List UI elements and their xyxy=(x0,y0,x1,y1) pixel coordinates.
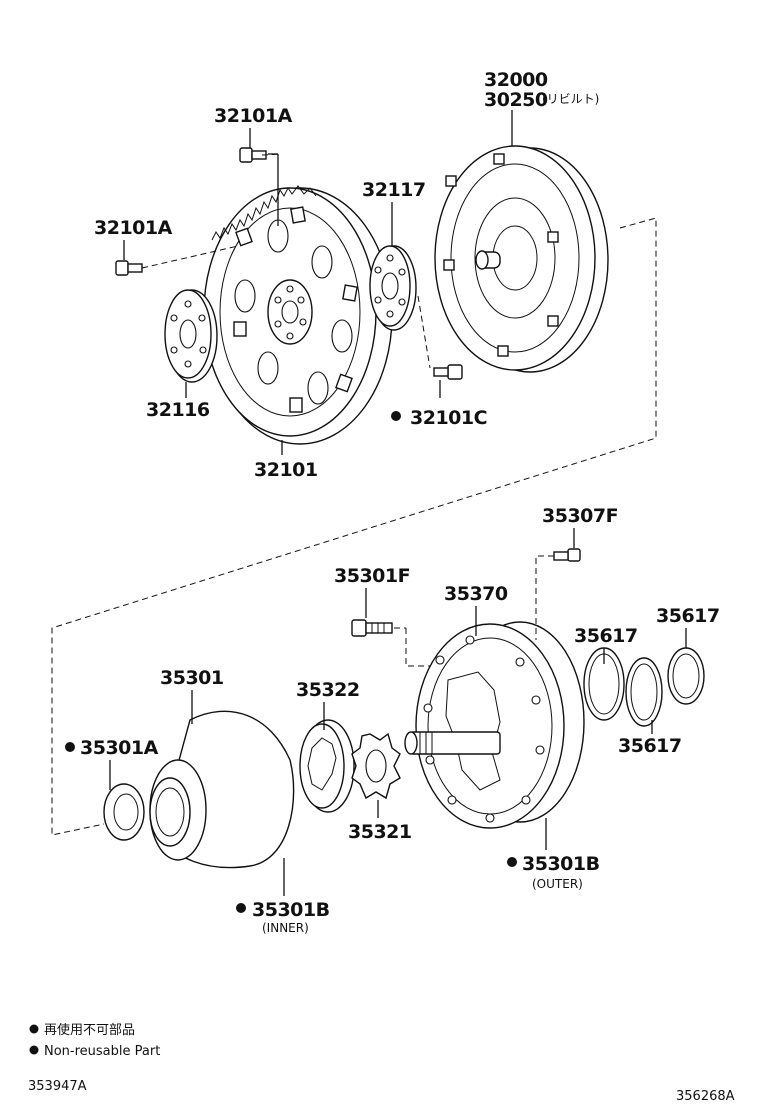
spacer-32117 xyxy=(369,245,417,331)
drive-gear xyxy=(351,732,401,800)
label-35370: 35370 xyxy=(444,583,508,605)
torque-converter xyxy=(434,145,609,373)
label-35301F: 35301F xyxy=(334,565,410,587)
label-35301B-inner: 35301B xyxy=(252,899,330,921)
non-reusable-marker-35301B-inner xyxy=(236,903,246,913)
label-35322: 35322 xyxy=(296,679,360,701)
legend-marker-jp xyxy=(29,1024,39,1034)
label-35617-a: 35617 xyxy=(574,625,638,647)
bolt-35301F xyxy=(351,619,393,637)
legend-en: Non-reusable Part xyxy=(44,1044,160,1059)
label-32000: 32000 xyxy=(484,69,548,91)
o-ring-3 xyxy=(667,647,705,705)
label-35321: 35321 xyxy=(348,821,412,843)
non-reusable-marker-35301B-outer xyxy=(507,857,517,867)
label-32101A-left: 32101A xyxy=(94,217,173,239)
label-35617-c: 35617 xyxy=(618,735,682,757)
oil-pump-body xyxy=(404,621,585,829)
legend-marker-en xyxy=(29,1045,39,1055)
label-35617-b: 35617 xyxy=(656,605,720,627)
figure-code-left: 353947A xyxy=(28,1079,87,1094)
label-30250-note: (リビルト) xyxy=(542,92,599,106)
label-35307F: 35307F xyxy=(542,505,618,527)
label-30250: 30250 xyxy=(484,89,548,111)
figure-code-right: 356268A xyxy=(676,1089,735,1104)
label-35301: 35301 xyxy=(160,667,224,689)
non-reusable-marker-32101C xyxy=(391,411,401,421)
oil-seal xyxy=(103,783,145,841)
label-35301B-outer: 35301B xyxy=(522,853,600,875)
spacer-32116 xyxy=(164,289,218,383)
bolt-35307F xyxy=(553,548,581,562)
label-32117: 32117 xyxy=(362,179,426,201)
o-ring-2 xyxy=(625,657,663,727)
bolt-32101A-left xyxy=(115,260,143,276)
label-32116: 32116 xyxy=(146,399,210,421)
label-32101C: 32101C xyxy=(410,407,487,429)
label-outer-note: (OUTER) xyxy=(532,877,583,891)
drive-plate xyxy=(203,185,393,445)
label-32101: 32101 xyxy=(254,459,318,481)
bolt-32101C xyxy=(433,364,463,380)
pump-cover xyxy=(149,710,295,869)
label-32101A-top: 32101A xyxy=(214,105,293,127)
legend-jp: 再使用不可部品 xyxy=(44,1022,135,1038)
driven-gear xyxy=(299,719,355,813)
label-inner-note: (INNER) xyxy=(262,921,309,935)
non-reusable-marker-35301A xyxy=(65,742,75,752)
label-35301A: 35301A xyxy=(80,737,159,759)
legend: 再使用不可部品 Non-reusable Part xyxy=(29,1022,160,1059)
